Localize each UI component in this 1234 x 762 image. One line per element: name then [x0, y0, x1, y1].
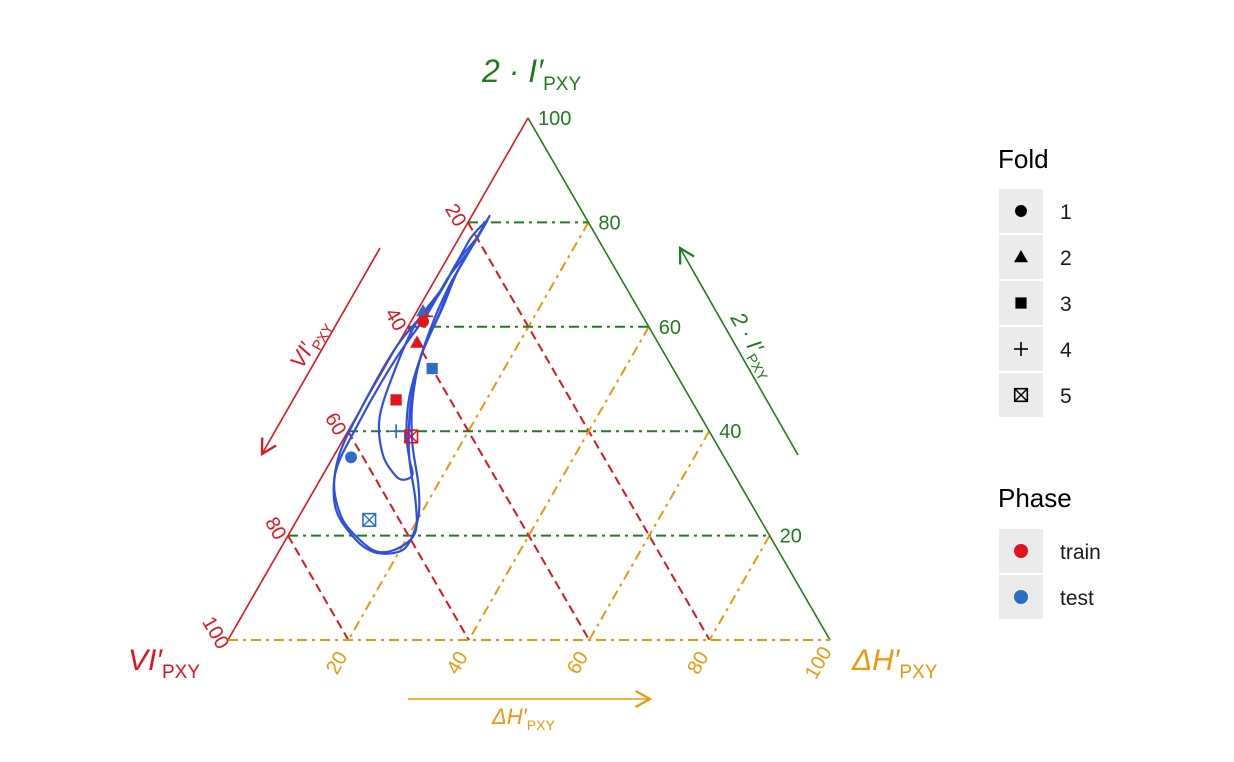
left-arrow-label: VI′PXY: [285, 314, 337, 375]
bottom-arrow-label-sub: PXY: [527, 717, 556, 733]
legend-fold-label: 2: [1060, 247, 1072, 270]
legend-fold-key-plus: [1014, 342, 1028, 356]
top-axis-title: 2 · I′PXY: [481, 53, 581, 95]
tick-right-40: 40: [443, 648, 473, 678]
legend-fold-key-boxed-x-d2: [1014, 388, 1028, 402]
point-fold4-train: [419, 309, 434, 324]
legend-fold-label: 1: [1060, 201, 1072, 224]
point-fold5-test-box: [362, 512, 377, 528]
point-fold5-train-box: [404, 429, 419, 444]
legend-phase-key-dot: [1014, 544, 1028, 558]
legend-fold-item-2: 2: [999, 235, 1072, 279]
point-fold5-test-d2: [362, 513, 377, 527]
grid-lines: [287, 221, 771, 641]
top-axis-title-sub: PXY: [543, 74, 581, 95]
legend-fold-item-5: 5: [999, 373, 1072, 417]
legend-phase-item-test: test: [999, 575, 1094, 619]
legend-phase-label: train: [1060, 541, 1101, 564]
legend-fold-item-3: 3: [999, 281, 1072, 325]
data-points: [345, 304, 438, 528]
left-axis-title-main: VI′: [128, 644, 163, 677]
legend-fold-key-boxed-x: [1013, 387, 1029, 403]
grid-line-right-60: [588, 430, 711, 641]
tick-top-60: 60: [659, 317, 681, 339]
grid-line-left-80: [287, 535, 350, 641]
left-direction-arrow: [260, 247, 381, 457]
bottom-arrow-label: ΔH′PXY: [491, 704, 555, 733]
point-fold2-train: [410, 335, 425, 348]
triangle-frame: [227, 117, 831, 641]
density-contours: [332, 214, 491, 555]
point-fold1-train: [417, 315, 429, 328]
legend-fold-item-1: 1: [999, 189, 1072, 233]
right-axis-title: ΔH′PXY: [851, 644, 938, 683]
right-arrow-label: 2 · I′PXY: [722, 307, 783, 384]
legend-fold-key-boxed-x-box: [1013, 387, 1029, 403]
point-fold3-test: [426, 362, 438, 375]
tick-right-100: 100: [801, 643, 837, 683]
contour-outer2: [332, 220, 488, 554]
tick-top-100: 100: [538, 108, 571, 130]
left-axis-title-sub: PXY: [162, 662, 200, 683]
contour-outer: [332, 214, 491, 555]
point-fold5-train-d2: [404, 429, 419, 444]
grid-line-right-80: [708, 535, 771, 641]
legend-fold-label: 4: [1060, 339, 1072, 362]
legend-phase: Phase train test: [998, 483, 1101, 619]
right-axis-title-sub: PXY: [899, 662, 937, 683]
right-direction-arrow: [678, 245, 799, 456]
tick-right-60: 60: [563, 648, 593, 678]
legend-fold-item-4: 4: [999, 327, 1072, 371]
point-fold1-test: [345, 451, 358, 464]
top-axis-title-main: 2 · I′: [481, 53, 544, 89]
legend-fold-label: 5: [1060, 385, 1072, 408]
legend-fold-key-triangle: [1014, 250, 1028, 263]
right-arrow-label-main: 2 · I′: [725, 307, 769, 358]
legend-fold: Fold 1 2 3 4 5: [998, 144, 1072, 417]
legend-fold-key-circle: [1015, 205, 1027, 217]
right-axis-title-main: ΔH′: [851, 644, 901, 677]
tick-right-80: 80: [683, 648, 713, 678]
legend-phase-title: Phase: [998, 483, 1072, 513]
tick-right-20: 20: [322, 648, 352, 678]
grid-line-right-40: [467, 326, 650, 641]
legend-phase-label: test: [1060, 587, 1094, 610]
point-fold3-train: [390, 394, 402, 406]
tick-top-20: 20: [780, 526, 802, 548]
legend-phase-key-dot: [1014, 590, 1028, 604]
grid-line-left-40: [407, 326, 591, 641]
bottom-arrow-label-main: ΔH′: [491, 704, 528, 729]
legend-fold-title: Fold: [998, 144, 1049, 174]
left-arrow-label-sub: PXY: [308, 320, 336, 353]
right-edge: [527, 117, 831, 641]
tick-left-100: 100: [197, 613, 233, 653]
tick-top-40: 40: [719, 421, 741, 443]
point-fold5-test: [362, 512, 377, 528]
left-axis-title: VI′PXY: [128, 644, 200, 683]
legend-fold-label: 3: [1060, 293, 1072, 316]
legend-fold-key-square: [1015, 297, 1027, 309]
point-fold4-test: [389, 424, 404, 439]
legend-phase-item-train: train: [999, 529, 1101, 573]
grid-line-left-60: [347, 430, 470, 641]
point-fold5-train: [404, 429, 419, 444]
tick-top-80: 80: [598, 212, 620, 234]
